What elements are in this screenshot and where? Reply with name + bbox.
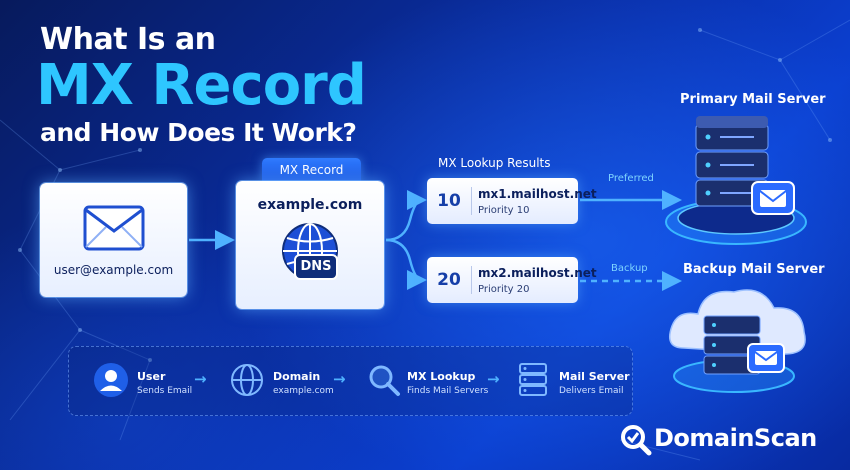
flow-step-1-subtitle: Sends Email: [137, 386, 193, 396]
edge-label-preferred: Preferred: [608, 173, 654, 184]
flow-step-1-title: User: [137, 370, 166, 383]
flow-step-2-title: Domain: [273, 370, 321, 383]
primary-server-illustration: [665, 116, 807, 245]
magnifier-icon: [621, 425, 652, 456]
flow-step-3-title: MX Lookup: [407, 370, 476, 383]
result-priority: 10: [437, 191, 461, 211]
lookup-result-2: 20 mx2.mailhost.net Priority 20: [427, 257, 597, 303]
result-host: mx2.mailhost.net: [478, 266, 597, 280]
backup-server-illustration: [669, 289, 806, 393]
dns-badge: DNS: [296, 256, 336, 278]
flow-step-3-subtitle: Finds Mail Servers: [407, 386, 489, 396]
user-icon: [94, 363, 128, 397]
globe-icon: [231, 364, 263, 396]
magnifier-icon: [369, 365, 400, 396]
arrow-mx-to-result-1: [385, 190, 427, 242]
headline-line-1: What Is an: [40, 22, 216, 57]
headline-line-3: and How Does It Work?: [40, 118, 357, 147]
arrow-mx-to-result-2: [385, 238, 427, 290]
result-detail: Priority 20: [478, 284, 530, 295]
result-divider: [471, 187, 472, 215]
server-rack-icon: [695, 116, 769, 207]
result-divider: [471, 266, 472, 294]
server-rack-icon: [703, 315, 761, 375]
lookup-results-title: MX Lookup Results: [438, 156, 551, 170]
mx-record-tab: MX Record: [262, 158, 361, 182]
headline-line-2: MX Record: [36, 53, 367, 118]
sender-email: user@example.com: [53, 263, 174, 277]
brand-logo: DomainScan: [654, 424, 817, 452]
flow-arrow-icon: →: [194, 370, 207, 388]
flow-step-2-subtitle: example.com: [273, 386, 334, 396]
flow-step-4-title: Mail Server: [559, 370, 630, 383]
backup-server-title: Backup Mail Server: [683, 262, 825, 277]
mail-badge-icon: [747, 343, 785, 373]
flow-arrow-icon: →: [487, 370, 500, 388]
result-detail: Priority 10: [478, 205, 530, 216]
envelope-icon: [83, 205, 145, 251]
server-icon: [519, 363, 547, 396]
flow-step-4-subtitle: Delivers Email: [559, 386, 624, 396]
primary-server-title: Primary Mail Server: [680, 92, 826, 107]
result-priority: 20: [437, 270, 461, 290]
result-host: mx1.mailhost.net: [478, 187, 597, 201]
mail-badge-icon: [751, 181, 795, 215]
lookup-result-1: 10 mx1.mailhost.net Priority 10: [427, 178, 597, 224]
flow-arrow-icon: →: [333, 370, 346, 388]
mx-domain: example.com: [257, 197, 363, 213]
mx-record-card: example.com: [236, 181, 384, 309]
edge-label-backup: Backup: [611, 263, 648, 274]
sender-card: user@example.com: [40, 183, 187, 297]
process-flow-panel: [68, 346, 633, 416]
